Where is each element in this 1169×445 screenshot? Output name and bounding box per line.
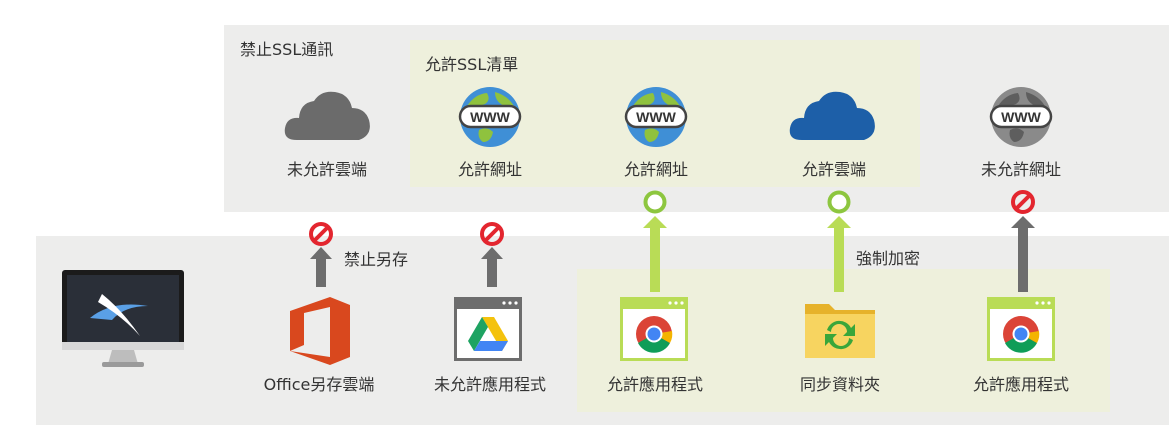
blocked-ssl-title: 禁止SSL通訊: [240, 40, 334, 59]
office-icon: [290, 297, 350, 365]
cloud-label-not-allowed: 未允許雲端: [286, 160, 367, 179]
monitor-icon: [62, 270, 184, 367]
up-arrow-green: [643, 216, 667, 292]
globe-www-icon: WWW: [624, 87, 688, 147]
chrome-window-icon: [620, 297, 688, 361]
google-drive-window-icon: [454, 297, 522, 361]
block-save-label: 禁止另存: [344, 250, 409, 269]
up-arrow-gray: [481, 247, 503, 287]
globe-www-icon: WWW: [458, 87, 522, 147]
globe-www-icon: WWW: [989, 87, 1053, 147]
up-arrow-gray: [1011, 216, 1035, 292]
blocked-icon: [309, 222, 333, 246]
allowed-app-label-2: 允許應用程式: [972, 375, 1069, 394]
cloud-label-allowed: 允許雲端: [801, 160, 866, 179]
svg-text:WWW: WWW: [470, 109, 510, 125]
blocked-icon: [480, 222, 504, 246]
chrome-window-icon: [987, 297, 1055, 361]
cloud-icon: [284, 91, 370, 140]
allowed-icon: [827, 190, 851, 214]
allowed-app-label-1: 允許應用程式: [606, 375, 703, 394]
allowed-ssl-title: 允許SSL清單: [425, 55, 519, 74]
force-encrypt-label: 強制加密: [856, 249, 921, 268]
svg-text:WWW: WWW: [1001, 109, 1041, 125]
allowed-icon: [643, 190, 667, 214]
url-label-allowed-1: 允許網址: [457, 160, 522, 179]
sync-folder-icon: [805, 304, 875, 358]
svg-text:WWW: WWW: [636, 109, 676, 125]
url-label-not-allowed: 未允許網址: [980, 160, 1061, 179]
sync-folder-label: 同步資料夾: [799, 375, 880, 394]
up-arrow-gray: [310, 247, 332, 287]
blocked-icon: [1011, 190, 1035, 214]
url-label-allowed-2: 允許網址: [623, 160, 688, 179]
office-save-cloud-label: Office另存雲端: [263, 375, 375, 394]
not-allowed-app-label: 未允許應用程式: [433, 375, 546, 394]
cloud-icon: [789, 91, 875, 140]
up-arrow-green: [827, 216, 851, 292]
